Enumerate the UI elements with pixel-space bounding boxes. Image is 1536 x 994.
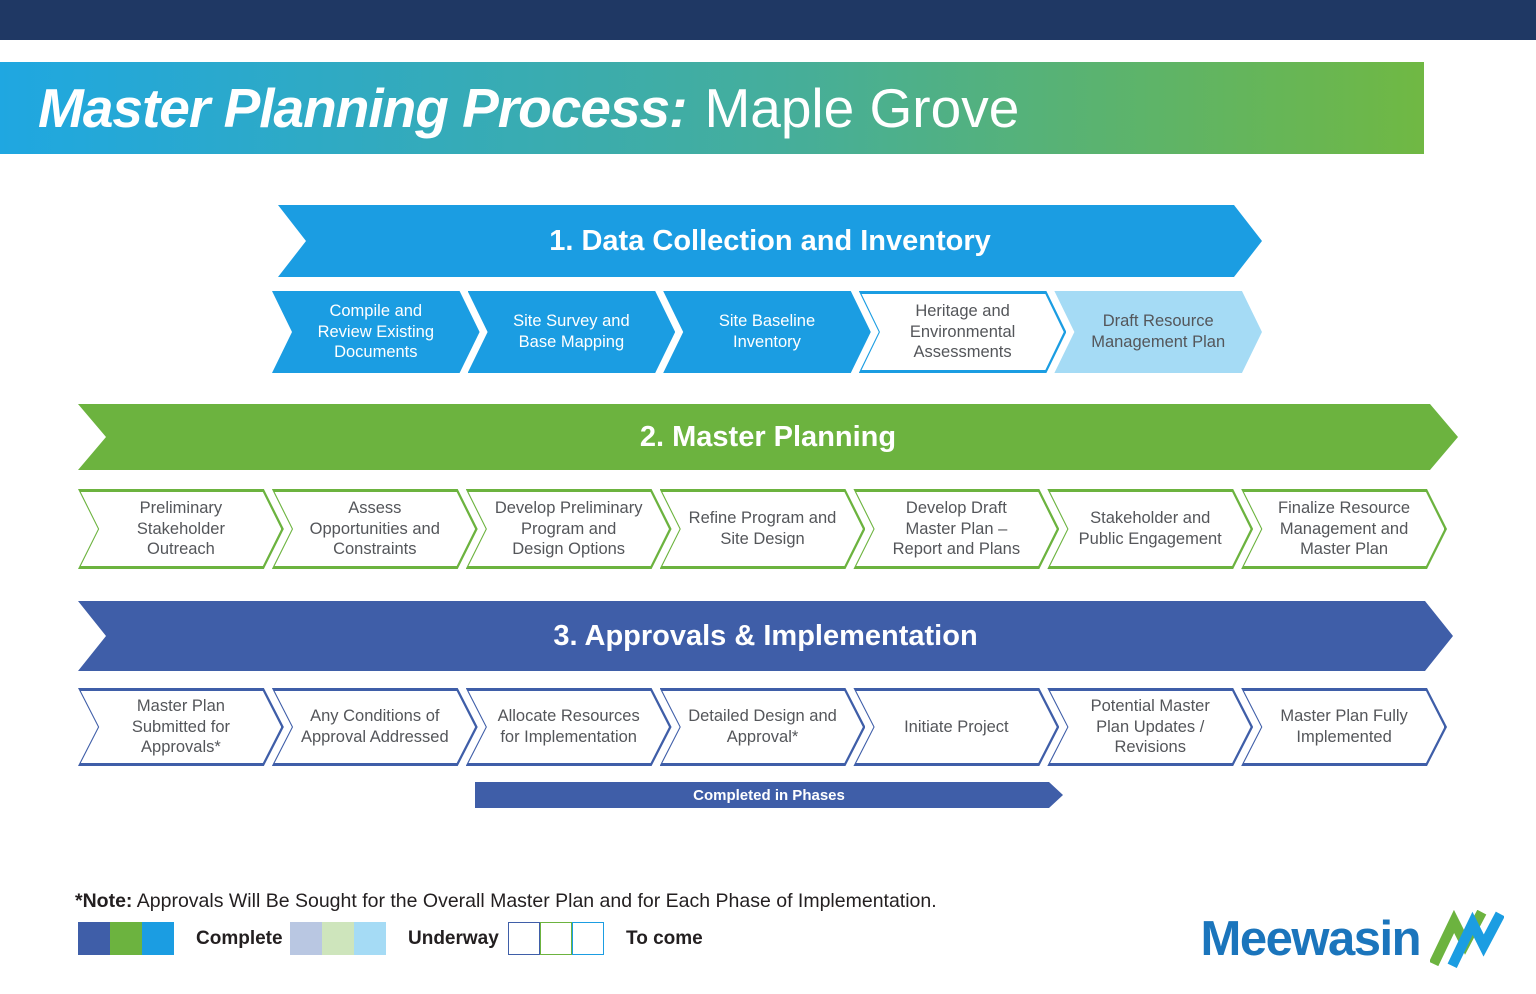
step-label: Detailed Design and Approval* — [688, 707, 837, 746]
step-label: Master Plan Fully Implemented — [1280, 707, 1408, 746]
phase-3-step-initiate-project: Initiate Project — [853, 688, 1059, 766]
step-label: Refine Program and Site Design — [688, 509, 837, 548]
page-title-emphasis: Master Planning Process: — [38, 77, 687, 139]
legend-swatch-underway-green — [322, 922, 354, 955]
footnote: *Note: Approvals Will Be Sought for the … — [75, 890, 937, 913]
meewasin-logo: Meewasin — [1201, 910, 1504, 968]
legend-to-come: To come — [508, 922, 703, 955]
phase-3-step-detailed-design: Detailed Design and Approval* — [660, 688, 866, 766]
footnote-text: Approvals Will Be Sought for the Overall… — [132, 889, 937, 912]
phase-3-step-fully-implemented: Master Plan Fully Implemented — [1241, 688, 1447, 766]
legend-swatch-complete-green — [110, 922, 142, 955]
page-title-rest: Maple Grove — [704, 77, 1020, 139]
phase-3-step-allocate-resources: Allocate Resources for Implementation — [466, 688, 672, 766]
phase-1-step-heritage-assessments: Heritage and Environmental Assessments — [859, 291, 1067, 373]
phase-3-banner-label: 3. Approvals & Implementation — [553, 619, 978, 652]
legend-swatch-underway-blue — [354, 922, 386, 955]
step-label: Assess Opportunities and Constraints — [309, 498, 440, 559]
step-label: Site Baseline Inventory — [718, 312, 816, 351]
phase-3-step-plan-submitted: Master Plan Submitted for Approvals* — [78, 688, 284, 766]
legend-swatch-complete-blue — [142, 922, 174, 955]
phase-3-step-plan-updates: Potential Master Plan Updates / Revision… — [1047, 688, 1253, 766]
step-label: Heritage and Environmental Assessments — [909, 301, 1016, 362]
phase-1-step-draft-resource-plan: Draft Resource Management Plan — [1054, 291, 1262, 373]
legend-swatch-tocome-blue — [572, 922, 604, 955]
phase-2-step-refine-program: Refine Program and Site Design — [660, 489, 866, 569]
legend-underway: Underway — [290, 922, 499, 955]
header-band: Master Planning Process: Maple Grove — [0, 62, 1424, 154]
meewasin-wordmark: Meewasin — [1200, 912, 1422, 966]
phase-2-step-develop-draft-master-plan: Develop Draft Master Plan – Report and P… — [853, 489, 1059, 569]
step-label: Site Survey and Base Mapping — [513, 312, 630, 351]
legend-to-come-label: To come — [626, 927, 703, 949]
phase-1-step-site-baseline: Site Baseline Inventory — [663, 291, 871, 373]
step-label: Preliminary Stakeholder Outreach — [136, 498, 225, 559]
phase-2-step-assess-opportunities: Assess Opportunities and Constraints — [272, 489, 478, 569]
step-label: Initiate Project — [904, 717, 1009, 736]
phase-3-step-conditions-addressed: Any Conditions of Approval Addressed — [272, 688, 478, 766]
step-label: Allocate Resources for Implementation — [497, 707, 640, 746]
completed-in-phases-label: Completed in Phases — [693, 786, 845, 804]
legend-underway-label: Underway — [408, 927, 499, 949]
legend-swatch-tocome-green — [540, 922, 572, 955]
phase-3-steps-row: Master Plan Submitted for Approvals* Any… — [78, 688, 1447, 766]
step-label: Stakeholder and Public Engagement — [1078, 509, 1222, 548]
step-label: Potential Master Plan Updates / Revision… — [1090, 696, 1210, 757]
phase-1-steps-row: Compile and Review Existing Documents Si… — [272, 291, 1262, 373]
phase-2-step-public-engagement: Stakeholder and Public Engagement — [1047, 489, 1253, 569]
phase-1-step-compile-documents: Compile and Review Existing Documents — [272, 291, 480, 373]
phase-1-banner: 1. Data Collection and Inventory — [278, 205, 1262, 277]
step-label: Compile and Review Existing Documents — [317, 301, 435, 362]
step-label: Draft Resource Management Plan — [1091, 312, 1226, 351]
completed-in-phases-bar: Completed in Phases — [475, 782, 1063, 808]
phase-3-banner: 3. Approvals & Implementation — [78, 601, 1453, 671]
legend-swatch-complete-navy — [78, 922, 110, 955]
phase-1-step-site-survey: Site Survey and Base Mapping — [468, 291, 676, 373]
legend-swatch-tocome-navy — [508, 922, 540, 955]
step-label: Any Conditions of Approval Addressed — [300, 707, 449, 746]
phase-2-banner-label: 2. Master Planning — [639, 420, 897, 453]
step-label: Finalize Resource Management and Master … — [1278, 498, 1411, 559]
phase-2-steps-row: Preliminary Stakeholder Outreach Assess … — [78, 489, 1447, 569]
phase-2-step-finalize-master-plan: Finalize Resource Management and Master … — [1241, 489, 1447, 569]
meewasin-zigzag-icon — [1430, 910, 1504, 968]
phase-1-banner-label: 1. Data Collection and Inventory — [549, 224, 991, 257]
legend-complete-label: Complete — [196, 927, 283, 949]
phase-2-step-develop-program-options: Develop Preliminary Program and Design O… — [466, 489, 672, 569]
step-label: Master Plan Submitted for Approvals* — [131, 696, 230, 757]
step-label: Develop Draft Master Plan – Report and P… — [892, 498, 1021, 559]
phase-2-banner: 2. Master Planning — [78, 404, 1458, 470]
top-navy-bar — [0, 0, 1536, 40]
step-label: Develop Preliminary Program and Design O… — [494, 498, 643, 559]
phase-2-step-stakeholder-outreach: Preliminary Stakeholder Outreach — [78, 489, 284, 569]
legend-complete: Complete — [78, 922, 283, 955]
legend-swatch-underway-navy — [290, 922, 322, 955]
footnote-bold: *Note: — [75, 889, 133, 912]
